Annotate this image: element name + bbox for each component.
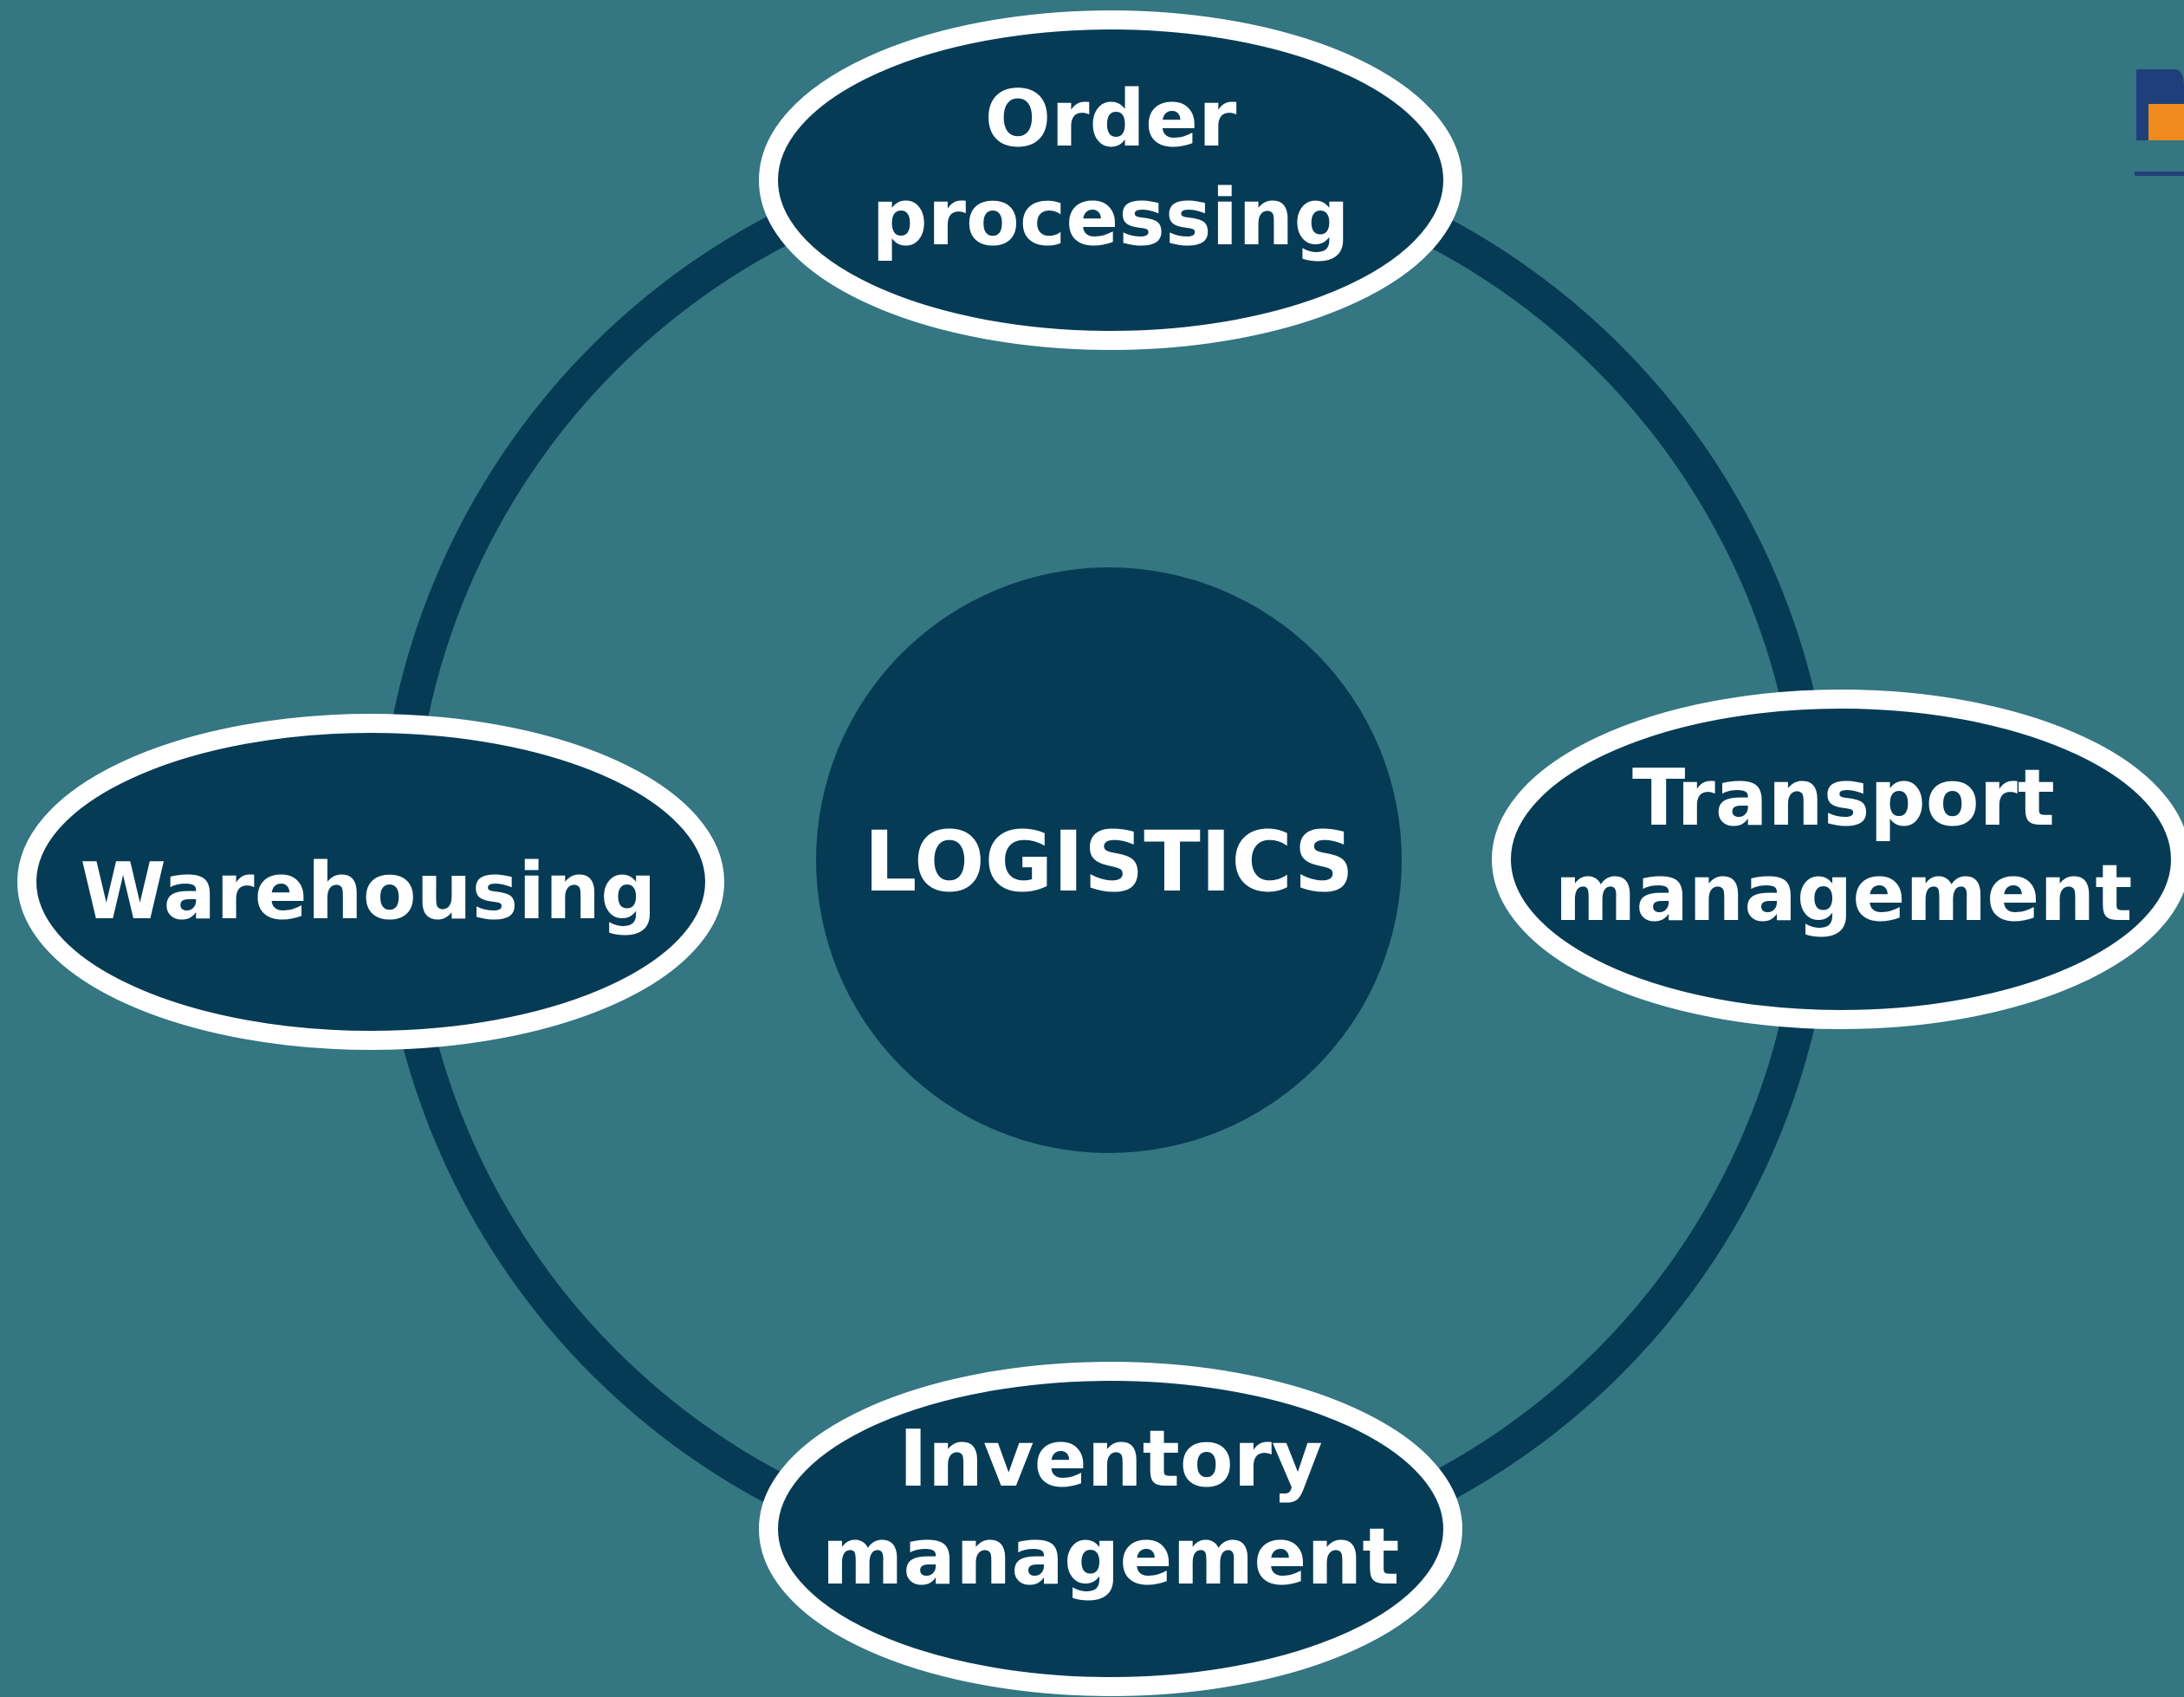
node-ellipse [17,714,724,1050]
node-label-line: management [822,1512,1400,1603]
brand-logo [2135,69,2184,176]
logo-stem [2136,69,2148,140]
node-label-line: management [1555,848,2133,939]
logo-underline [2135,172,2184,176]
center-label: LOGISTICS [864,813,1354,910]
node-label-line: Warehousing [80,846,656,937]
node-ellipse [1492,690,2184,1029]
node-label-line: Order [985,74,1237,165]
node-ellipse [759,1362,1462,1696]
logo-bowl [2136,69,2184,104]
logo-accent [2148,104,2184,140]
node-ellipse [759,10,1462,350]
node-transport-management: Transport management [1492,690,2184,1029]
node-warehousing: Warehousing [17,714,724,1050]
node-label-line: Inventory [898,1414,1322,1505]
node-label-line: Transport [1632,753,2055,844]
node-label-line: processing [872,172,1350,263]
node-order-processing: Order processing [759,10,1462,350]
center-circle [816,567,1402,1153]
node-inventory-management: Inventory management [759,1362,1462,1696]
